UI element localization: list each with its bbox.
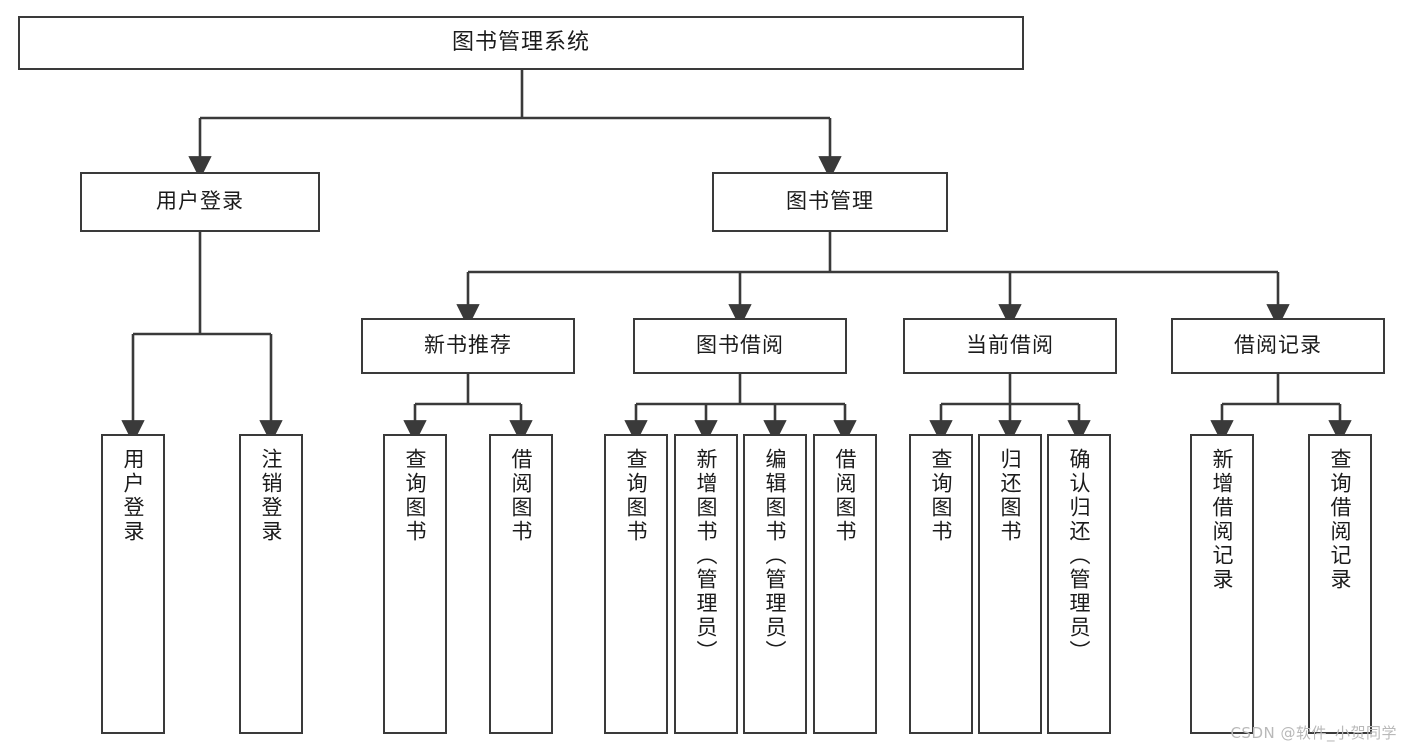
node-book-manage[interactable]: 图书管理: [712, 172, 948, 232]
leaf-query-book-2-label: 查询图书: [624, 448, 649, 544]
leaf-borrow-book-1-label: 借阅图书: [509, 448, 534, 544]
leaf-query-book-2[interactable]: 查询图书: [604, 434, 668, 734]
node-book-manage-label: 图书管理: [786, 189, 874, 214]
node-root-label: 图书管理系统: [451, 29, 590, 55]
node-new-book-rec[interactable]: 新书推荐: [361, 318, 575, 374]
leaf-borrow-book-1[interactable]: 借阅图书: [489, 434, 553, 734]
node-root[interactable]: 图书管理系统: [18, 16, 1024, 70]
node-user-login-label: 用户登录: [156, 189, 244, 214]
leaf-user-logout[interactable]: 注销登录: [239, 434, 303, 734]
leaf-edit-book-label: 编辑图书（管理员）: [763, 448, 788, 664]
node-book-borrow-label: 图书借阅: [696, 333, 784, 358]
leaf-query-book-1-label: 查询图书: [403, 448, 428, 544]
leaf-add-book[interactable]: 新增图书（管理员）: [674, 434, 738, 734]
leaf-return-book-label: 归还图书: [998, 448, 1023, 544]
node-current-borrow[interactable]: 当前借阅: [903, 318, 1117, 374]
leaf-user-login-label: 用户登录: [121, 448, 146, 544]
leaf-add-book-label: 新增图书（管理员）: [694, 448, 719, 664]
leaf-borrow-book-2[interactable]: 借阅图书: [813, 434, 877, 734]
leaf-query-book-3-label: 查询图书: [929, 448, 954, 544]
leaf-add-record[interactable]: 新增借阅记录: [1190, 434, 1254, 734]
watermark: CSDN @软件_小贺同学: [1230, 724, 1397, 742]
node-current-borrow-label: 当前借阅: [966, 333, 1054, 358]
leaf-query-book-3[interactable]: 查询图书: [909, 434, 973, 734]
leaf-query-record[interactable]: 查询借阅记录: [1308, 434, 1372, 734]
leaf-add-record-label: 新增借阅记录: [1210, 448, 1235, 592]
leaf-query-record-label: 查询借阅记录: [1328, 448, 1353, 592]
node-user-login[interactable]: 用户登录: [80, 172, 320, 232]
node-book-borrow[interactable]: 图书借阅: [633, 318, 847, 374]
node-borrow-record-label: 借阅记录: [1234, 333, 1322, 358]
node-borrow-record[interactable]: 借阅记录: [1171, 318, 1385, 374]
leaf-edit-book[interactable]: 编辑图书（管理员）: [743, 434, 807, 734]
leaf-return-book[interactable]: 归还图书: [978, 434, 1042, 734]
leaf-user-login[interactable]: 用户登录: [101, 434, 165, 734]
leaf-query-book-1[interactable]: 查询图书: [383, 434, 447, 734]
node-new-book-rec-label: 新书推荐: [424, 333, 512, 358]
leaf-confirm-return[interactable]: 确认归还（管理员）: [1047, 434, 1111, 734]
leaf-borrow-book-2-label: 借阅图书: [833, 448, 858, 544]
leaf-user-logout-label: 注销登录: [259, 448, 284, 544]
leaf-confirm-return-label: 确认归还（管理员）: [1067, 448, 1092, 664]
